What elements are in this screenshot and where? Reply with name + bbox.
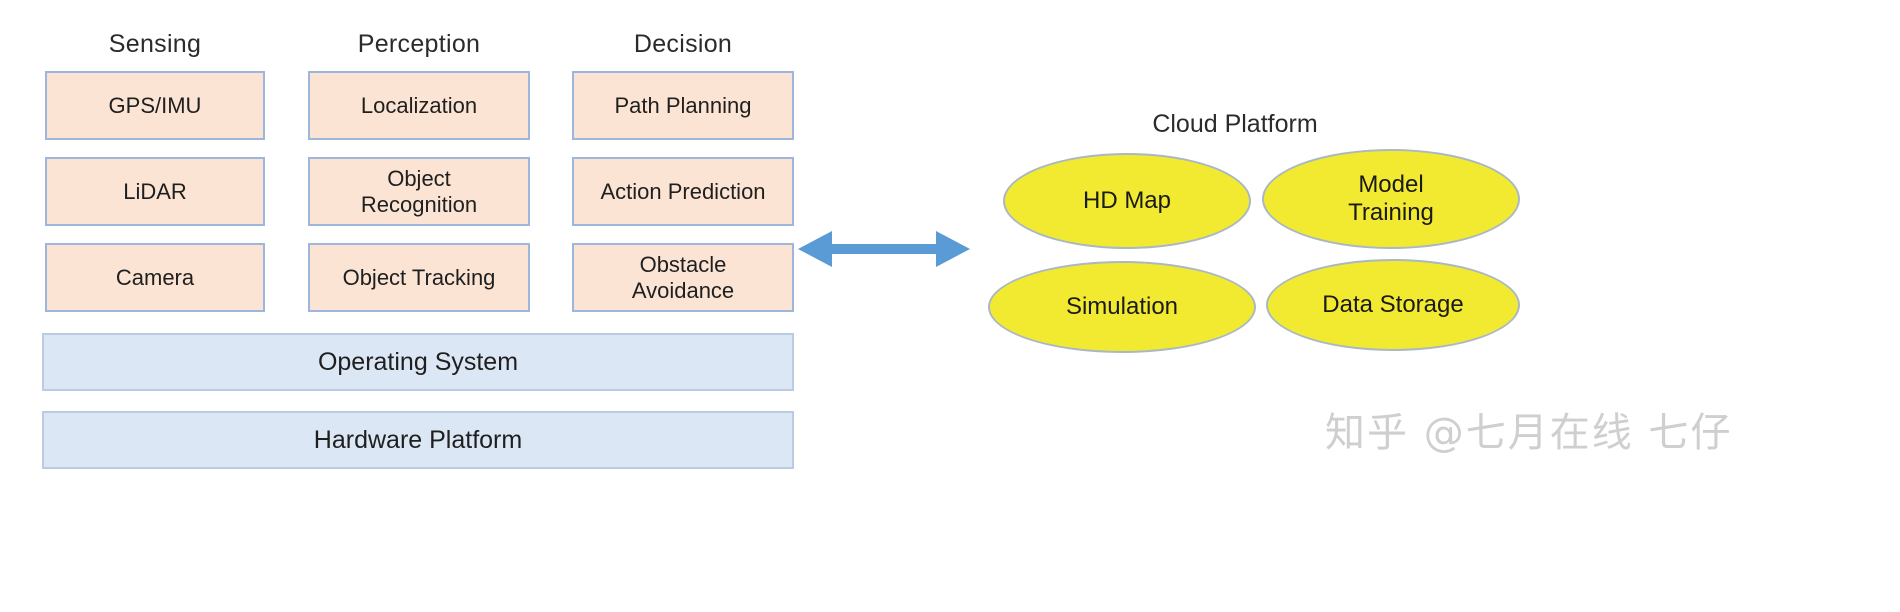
arrow-icon [798, 231, 970, 267]
zhihu-watermark: 知乎 @七月在线 七仔 [1325, 410, 1733, 456]
cloud-node-label: Data Storage [1322, 291, 1464, 319]
module-box-gps-imu[interactable]: GPS/IMU [45, 71, 265, 140]
column-header-decision: Decision [633, 30, 733, 58]
module-label: Path Planning [614, 92, 752, 118]
column-header-perception: Perception [357, 30, 481, 58]
platform-bar-operating-system[interactable]: Operating System [42, 333, 794, 391]
module-label: Object Tracking [342, 264, 496, 290]
cloud-node-label: HD Map [1082, 187, 1172, 215]
module-box-path-planning[interactable]: Path Planning [572, 71, 794, 140]
platform-bar-label: Hardware Platform [313, 425, 523, 454]
module-label: LiDAR [123, 178, 187, 204]
module-box-object-tracking[interactable]: Object Tracking [308, 243, 530, 312]
module-label: Camera [115, 264, 195, 290]
platform-bar-hardware-platform[interactable]: Hardware Platform [42, 411, 794, 469]
module-box-camera[interactable]: Camera [45, 243, 265, 312]
module-box-lidar[interactable]: LiDAR [45, 157, 265, 226]
module-box-localization[interactable]: Localization [308, 71, 530, 140]
cloud-node-simulation[interactable]: Simulation [988, 261, 1256, 353]
double-headed-arrow [798, 225, 970, 273]
module-label: Localization [360, 92, 478, 118]
module-label: GPS/IMU [108, 92, 202, 118]
module-box-action-prediction[interactable]: Action Prediction [572, 157, 794, 226]
cloud-node-label: Simulation [1065, 293, 1179, 321]
cloud-node-data-storage[interactable]: Data Storage [1266, 259, 1520, 351]
cloud-platform-title: Cloud Platform [1152, 110, 1318, 138]
platform-bar-label: Operating System [317, 347, 519, 376]
column-header-sensing: Sensing [108, 30, 202, 58]
cloud-node-hd-map[interactable]: HD Map [1003, 153, 1251, 249]
module-label: Action Prediction [600, 178, 766, 204]
